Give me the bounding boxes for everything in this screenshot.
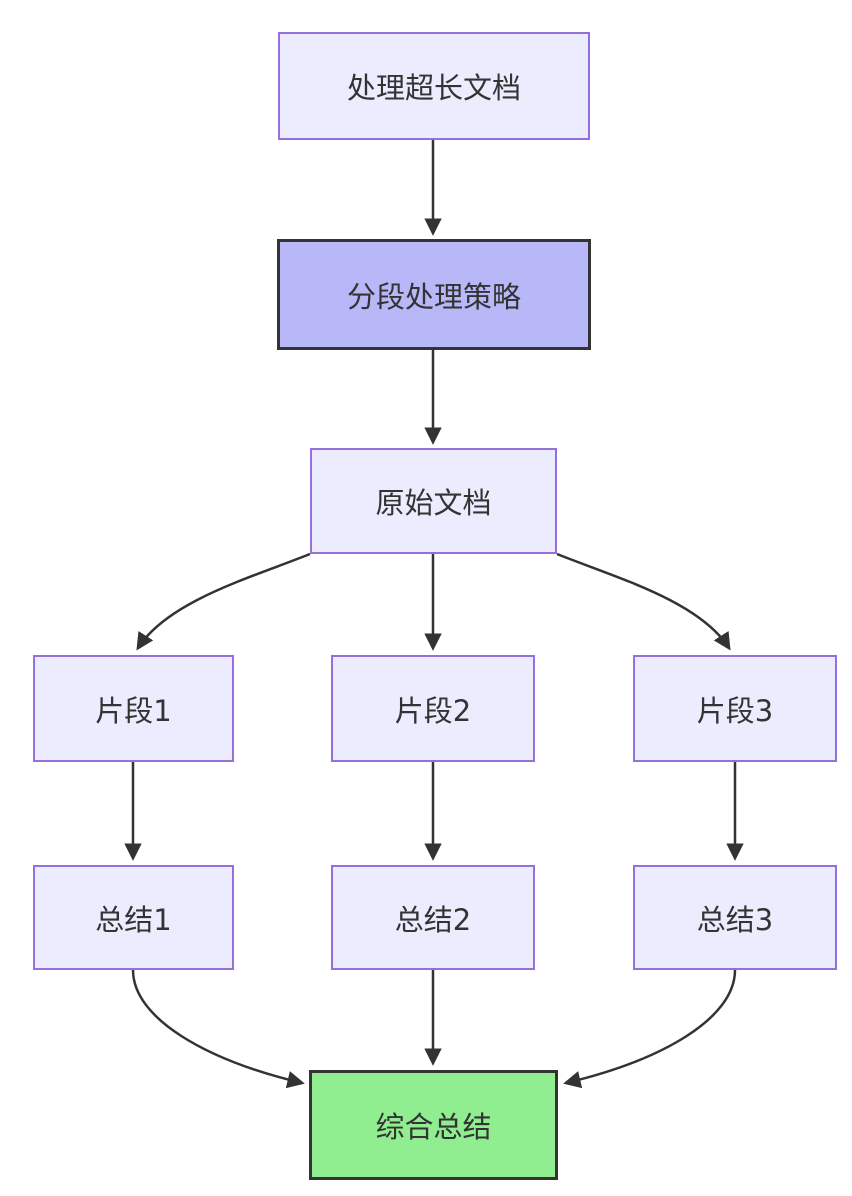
edge-summary1-to-final — [131, 969, 305, 1089]
node-segmentation-strategy-label: 分段处理策略 — [346, 279, 521, 314]
node-summary-1-label: 总结1 — [95, 902, 172, 937]
edge-summary3-to-final — [563, 969, 737, 1089]
node-chunk-2: 片段2 — [331, 655, 535, 762]
node-summary-1: 总结1 — [33, 865, 234, 970]
node-process-long-doc-label: 处理超长文档 — [346, 71, 521, 105]
node-final-summary-label: 综合总结 — [375, 1110, 492, 1144]
node-chunk-1-label: 片段1 — [95, 693, 172, 728]
edge-source-to-chunk3 — [556, 552, 731, 651]
node-process-long-doc: 处理超长文档 — [278, 32, 590, 140]
node-chunk-3: 片段3 — [633, 655, 837, 762]
node-original-doc: 原始文档 — [310, 448, 557, 554]
node-final-summary: 综合总结 — [309, 1070, 558, 1180]
node-summary-3: 总结3 — [633, 865, 837, 970]
node-chunk-3-label: 片段3 — [696, 693, 774, 728]
node-summary-2-label: 总结2 — [394, 902, 472, 937]
node-summary-3-label: 总结3 — [696, 902, 774, 937]
node-chunk-2-label: 片段2 — [394, 693, 472, 728]
node-summary-2: 总结2 — [331, 865, 535, 970]
node-chunk-1: 片段1 — [33, 655, 234, 762]
node-segmentation-strategy: 分段处理策略 — [277, 239, 591, 350]
edge-source-to-chunk1 — [136, 552, 311, 651]
node-original-doc-label: 原始文档 — [375, 486, 492, 520]
